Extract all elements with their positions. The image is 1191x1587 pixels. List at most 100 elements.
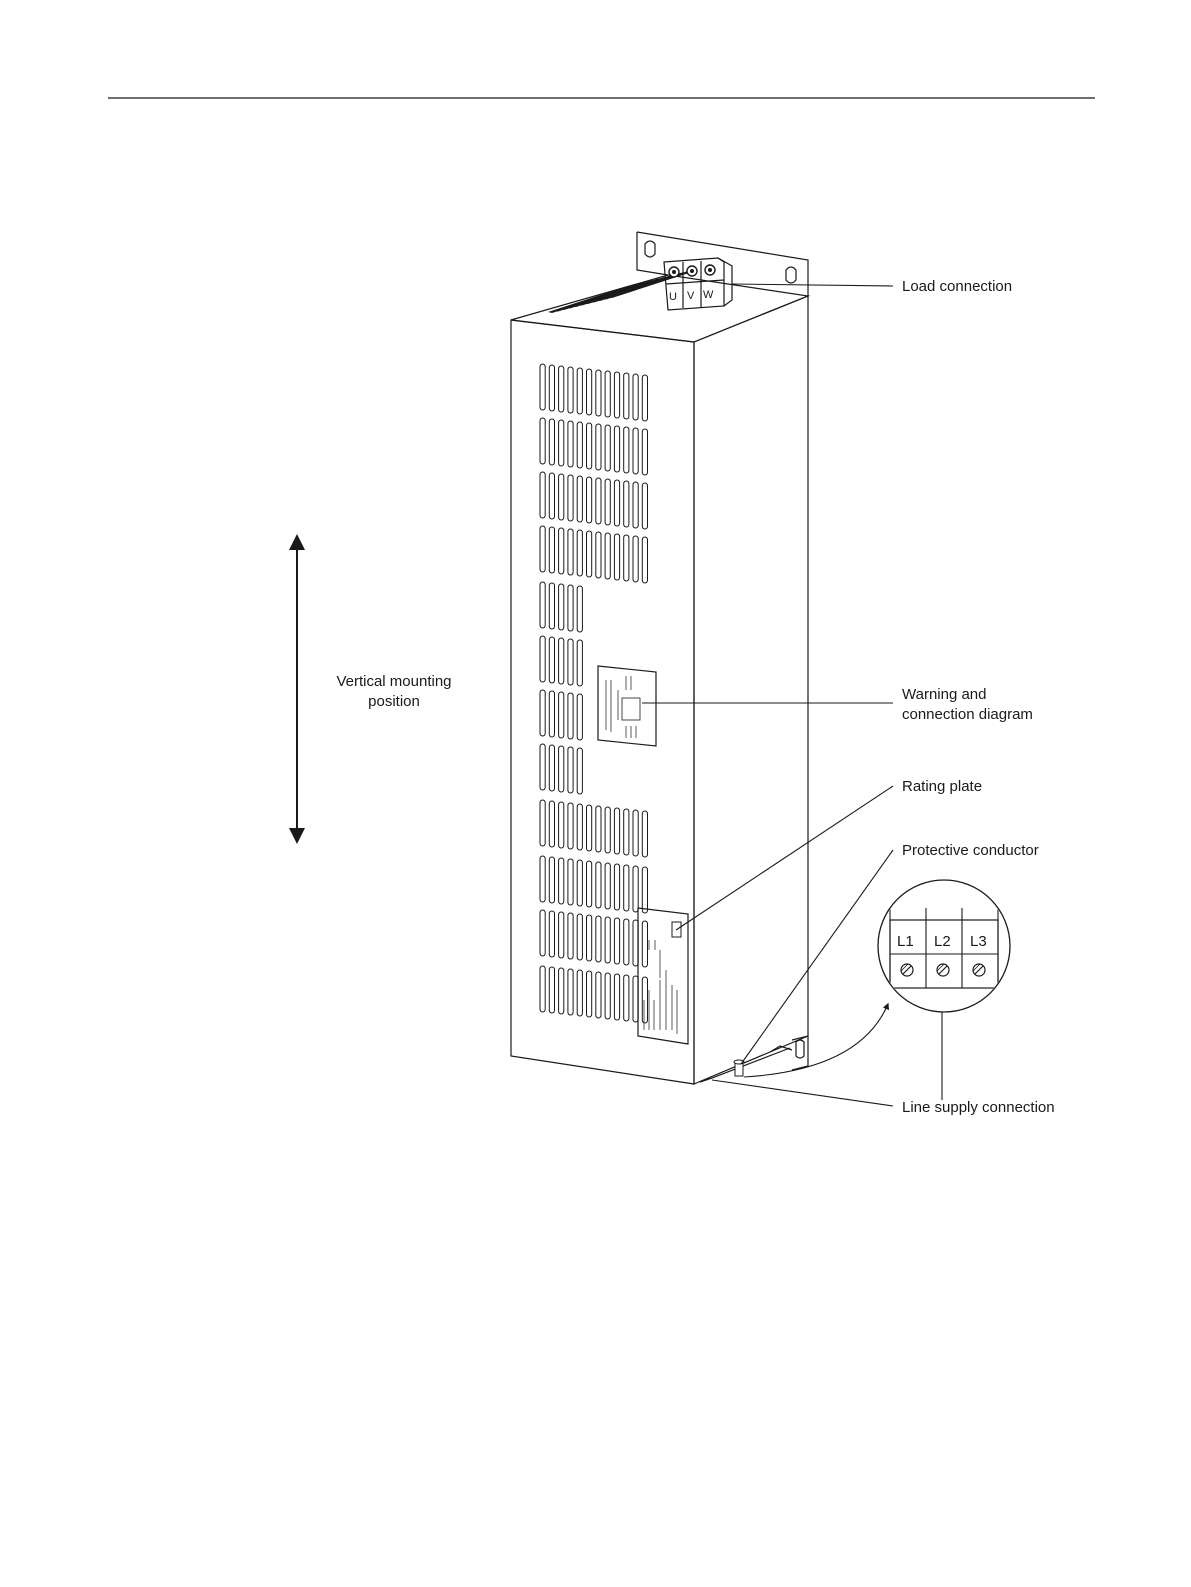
vent-slot [587, 477, 592, 523]
load-terminal-u: U [669, 291, 677, 303]
vent-slot [596, 862, 601, 908]
vent-slot [549, 691, 554, 737]
vent-slot [642, 867, 647, 913]
vent-slot [587, 971, 592, 1017]
filter-housing [511, 271, 808, 1084]
vent-slot [596, 424, 601, 470]
vent-slot [577, 748, 582, 794]
vent-slot [549, 419, 554, 465]
vent-slot [614, 974, 619, 1020]
vent-slot [540, 472, 545, 518]
vent-slot [587, 531, 592, 577]
vent-slot [540, 364, 545, 410]
vent-slot [549, 637, 554, 683]
vent-slot [577, 914, 582, 960]
vent-slot [605, 479, 610, 525]
vent-slot [568, 859, 573, 905]
vent-slot [549, 745, 554, 791]
label-vertical-line2: position [368, 693, 420, 710]
vent-slot [577, 640, 582, 686]
vent-slot [624, 865, 629, 911]
terminal-screw-icon [973, 964, 985, 976]
line-terminal-detail: L1 L2 L3 [878, 880, 1010, 1012]
vent-slot [559, 474, 564, 520]
vent-slot [549, 911, 554, 957]
vent-slot [540, 856, 545, 902]
front-vents [540, 364, 648, 1023]
vent-slot [559, 746, 564, 792]
vent-slot [633, 374, 638, 420]
vent-slot [605, 917, 610, 963]
vent-slot [559, 366, 564, 412]
line-terminal-l2: L2 [934, 933, 951, 950]
vent-slot [540, 800, 545, 846]
vent-slot [549, 365, 554, 411]
vent-slot [540, 636, 545, 682]
vent-slot [642, 483, 647, 529]
vent-slot [549, 527, 554, 573]
vent-slot [540, 526, 545, 572]
vent-slot [633, 536, 638, 582]
leader-rating [676, 786, 893, 930]
vent-slot [642, 429, 647, 475]
vent-slot [624, 919, 629, 965]
vent-slot [614, 426, 619, 472]
vent-slot [568, 913, 573, 959]
leader-line-supply [712, 1080, 893, 1106]
vent-slot [614, 864, 619, 910]
vent-slot [624, 481, 629, 527]
vent-slot [614, 534, 619, 580]
vent-slot [577, 368, 582, 414]
vent-slot [605, 863, 610, 909]
vent-slot [614, 372, 619, 418]
vent-slot [633, 428, 638, 474]
vent-slot [559, 528, 564, 574]
line-terminal-l1: L1 [897, 933, 914, 950]
vent-slot [549, 583, 554, 629]
vent-slot [587, 915, 592, 961]
label-load-connection: Load connection [902, 278, 1012, 295]
vent-slot [614, 918, 619, 964]
label-warning-line2: connection diagram [902, 706, 1033, 723]
vent-slot [568, 529, 573, 575]
label-line-supply-connection: Line supply connection [902, 1099, 1055, 1116]
vent-slot [642, 977, 647, 1023]
load-terminal-w: W [703, 289, 714, 301]
vent-slot [568, 747, 573, 793]
terminal-screw-icon [937, 964, 949, 976]
load-terminal-v: V [687, 290, 695, 302]
vent-slot [577, 422, 582, 468]
vent-slot [596, 370, 601, 416]
vent-slot [633, 866, 638, 912]
vent-slot [549, 473, 554, 519]
vent-slot [642, 537, 647, 583]
vent-slot [642, 811, 647, 857]
vent-slot [559, 638, 564, 684]
vent-slot [577, 970, 582, 1016]
vent-slot [596, 806, 601, 852]
vent-slot [596, 532, 601, 578]
vent-slot [549, 967, 554, 1013]
vent-slot [605, 807, 610, 853]
vent-slot [559, 802, 564, 848]
vent-slot [549, 857, 554, 903]
vent-slot [559, 858, 564, 904]
label-protective-conductor: Protective conductor [902, 842, 1039, 859]
vent-slot [540, 690, 545, 736]
label-warning-line1: Warning and [902, 686, 987, 703]
label-rating-plate: Rating plate [902, 778, 982, 795]
vent-slot [642, 921, 647, 967]
vent-slot [605, 973, 610, 1019]
vent-slot [568, 475, 573, 521]
vent-slot [540, 910, 545, 956]
vent-slot [540, 582, 545, 628]
vent-slot [624, 809, 629, 855]
vent-slot [568, 585, 573, 631]
vent-slot [577, 586, 582, 632]
terminal-screw-icon [901, 964, 913, 976]
vent-slot [540, 418, 545, 464]
vent-slot [540, 744, 545, 790]
load-terminal-block: U V W [664, 258, 732, 310]
vent-slot [540, 966, 545, 1012]
